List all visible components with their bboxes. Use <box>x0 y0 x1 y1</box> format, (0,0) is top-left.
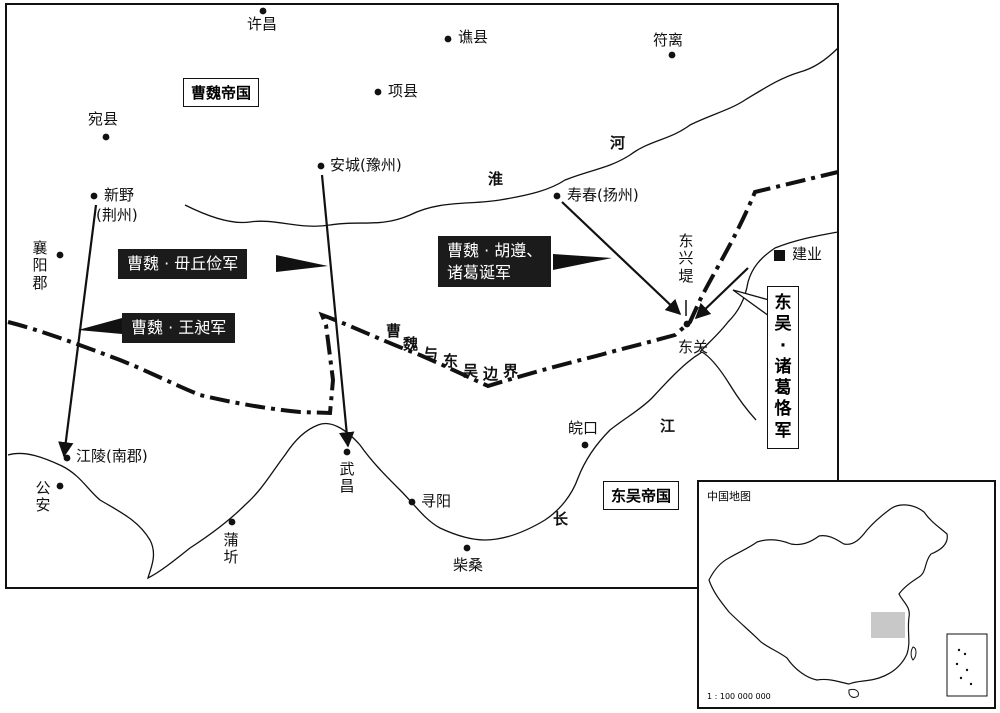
place-dongguan: 东关 <box>678 338 709 356</box>
square-jianye <box>774 250 785 261</box>
place-jianye: 建业 <box>792 245 823 263</box>
arrow-wangchang <box>58 204 98 458</box>
arrow-guanqiujian <box>320 174 355 448</box>
empire-label-wu: 东吴帝国 <box>603 481 680 510</box>
border-char: 边 <box>483 365 499 383</box>
border-char: 魏 <box>403 335 419 353</box>
inset-highlight-region <box>871 612 905 638</box>
river-label-chang: 长 <box>553 510 569 528</box>
place-dongxingdi: 东兴堤 <box>678 232 694 285</box>
dot-wuchang <box>343 448 351 456</box>
dot-qiaoxian <box>444 35 452 43</box>
place-qiaoxian: 谯县 <box>458 28 489 46</box>
army-label-huzun: 曹魏 · 胡遵、 诸葛诞军 <box>438 236 552 288</box>
pointer-zhugeke <box>732 289 770 318</box>
place-shouchun: 寿春(扬州) <box>567 186 639 204</box>
border-char: 与 <box>423 345 439 363</box>
pointer-huzun <box>553 254 612 270</box>
dot-xiangyang <box>56 251 64 259</box>
army-label-zhugeke: 东吴 · 诸葛恪军 <box>767 286 799 449</box>
pointer-guanqiujian <box>276 255 328 272</box>
inset-outline <box>708 504 988 698</box>
inset-title: 中国地图 <box>707 490 751 503</box>
dot-wanxian <box>102 133 110 141</box>
inset-scale: 1 : 100 000 000 <box>707 692 771 701</box>
place-wankou: 皖口 <box>568 419 599 437</box>
dot-ancheng <box>317 162 325 170</box>
taiwan-outline <box>910 646 917 661</box>
inset-china-map: 中国地图 1 : 100 000 000 <box>697 480 996 709</box>
river-label-he: 河 <box>610 134 626 152</box>
huai-river <box>184 47 839 227</box>
place-wanxian: 宛县 <box>88 110 119 128</box>
place-jiangling: 江陵(南郡) <box>76 447 148 465</box>
place-xiangyang: 襄阳郡 <box>32 239 48 292</box>
hainan-outline <box>848 688 859 698</box>
place-xuchang: 许昌 <box>247 15 278 33</box>
dot-shouchun <box>553 192 561 200</box>
dot-dongguan <box>683 320 691 328</box>
south-coast <box>701 351 757 421</box>
place-ancheng: 安城(豫州) <box>330 156 402 174</box>
army-label-wangchang: 曹魏 · 王昶军 <box>122 313 236 343</box>
place-fuli: 符离 <box>653 31 684 49</box>
dot-chaisang <box>463 544 471 552</box>
empire-label-wei: 曹魏帝国 <box>183 78 260 107</box>
place-gongan: 公安 <box>35 479 51 515</box>
dot-xinye <box>90 192 98 200</box>
border-char: 吴 <box>463 362 479 380</box>
border-char: 曹 <box>386 322 402 340</box>
place-xinye: 新野 <box>104 186 135 204</box>
dot-wankou <box>581 441 589 449</box>
yangtze-river <box>7 351 703 580</box>
dot-xunyang <box>408 498 416 506</box>
place-jingzhou: (荆州) <box>96 206 138 224</box>
army-label-huzun-line2: 诸葛诞军 <box>447 262 512 282</box>
place-chaisang: 柴桑 <box>453 556 484 574</box>
wei-wu-border <box>7 170 839 416</box>
south-sea-box <box>946 633 988 697</box>
place-xiangxian: 项县 <box>388 82 419 100</box>
army-label-guanqiujian: 曹魏 · 毌丘俭军 <box>118 249 248 279</box>
place-xunyang: 寻阳 <box>421 492 452 510</box>
border-char: 东 <box>443 352 459 370</box>
arrow-huzun <box>561 201 682 316</box>
dot-puqi <box>228 518 236 526</box>
river-label-huai: 淮 <box>488 170 504 188</box>
river-label-jiang: 江 <box>660 417 676 435</box>
pointer-wangchang <box>78 318 122 334</box>
dot-xuchang <box>259 7 267 15</box>
dot-gongan <box>56 482 64 490</box>
army-label-huzun-line1: 曹魏 · 胡遵、 <box>447 241 543 260</box>
dot-xiangxian <box>374 88 382 96</box>
arrow-zhugeke <box>694 267 749 320</box>
place-wuchang: 武昌 <box>339 460 355 496</box>
dot-jiangling <box>63 454 71 462</box>
china-outline <box>708 504 948 685</box>
dot-fuli <box>668 51 676 59</box>
place-puqi: 蒲圻 <box>223 531 239 567</box>
coast-line <box>699 231 839 353</box>
border-char: 界 <box>503 362 519 380</box>
